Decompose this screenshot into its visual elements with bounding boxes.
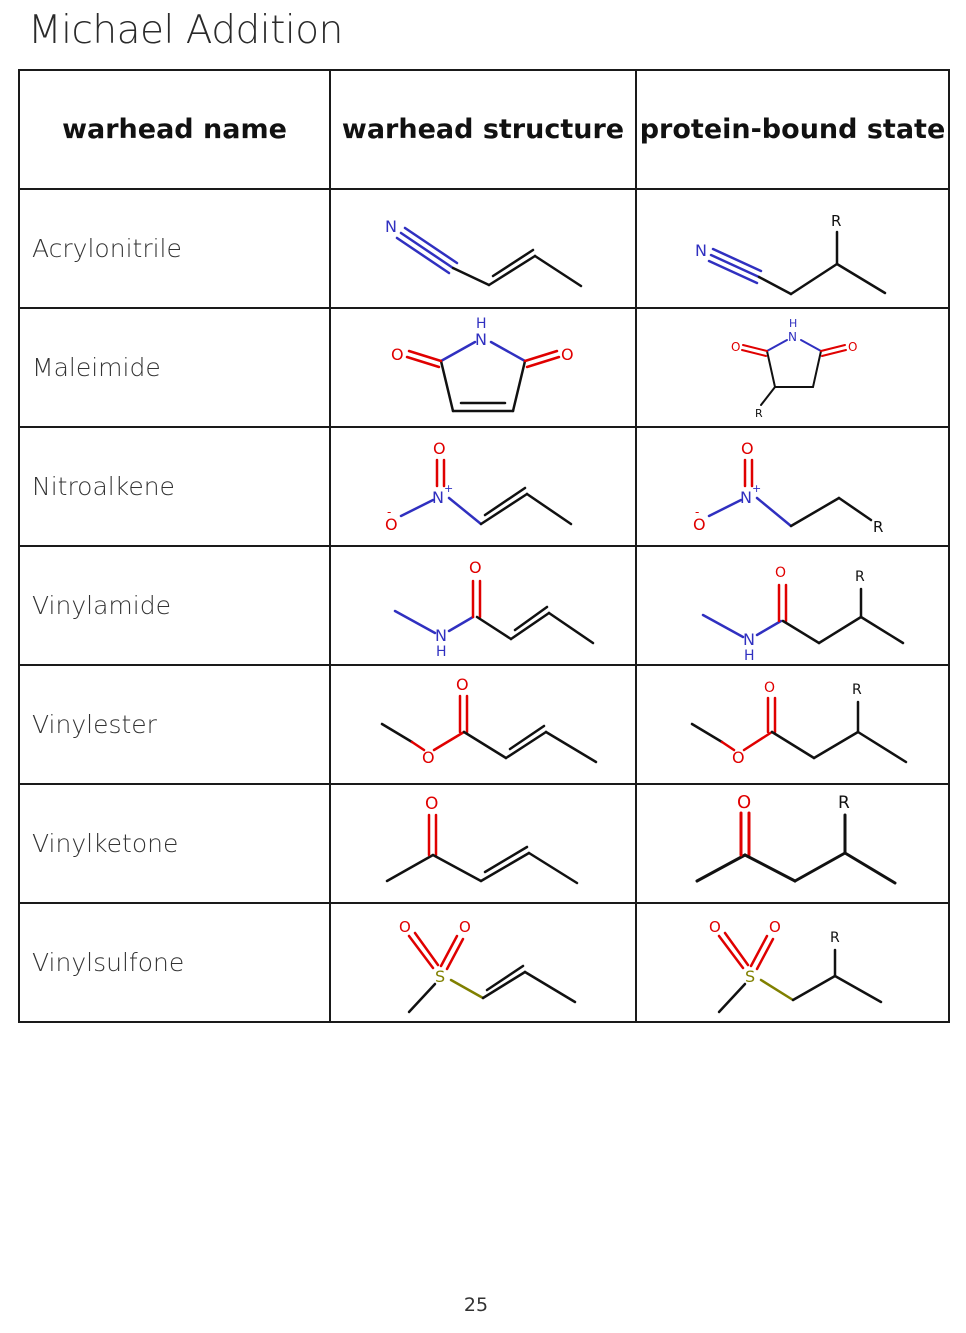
vinylamide-bound: O R N H <box>701 565 904 661</box>
protein-bound-state-cell: O O S R <box>635 902 950 1023</box>
protein-bound-state-cell: O N + O - R <box>635 426 950 547</box>
svg-text:N: N <box>740 488 752 507</box>
svg-text:O: O <box>775 565 786 581</box>
warhead-name-cell: Vinylketone <box>18 783 331 904</box>
header-warhead-structure: warhead structure <box>329 69 637 190</box>
vinylsulfone-bound: O O S R <box>709 918 882 1013</box>
svg-text:-: - <box>387 505 391 519</box>
svg-text:S: S <box>435 967 445 986</box>
svg-text:O: O <box>732 748 745 767</box>
svg-text:+: + <box>444 482 453 495</box>
vinylester-structure: O O <box>380 675 598 767</box>
header-warhead-name: warhead name <box>18 69 331 190</box>
vinylamide-structure: O N H <box>393 558 595 660</box>
protein-bound-state-cell: O R <box>635 783 950 904</box>
page-number: 25 <box>463 1294 489 1316</box>
svg-text:R: R <box>831 212 841 230</box>
warhead-structure-cell: N <box>329 188 637 309</box>
svg-text:R: R <box>838 793 850 813</box>
table-header-row: warhead name warhead structure protein-b… <box>18 69 950 190</box>
svg-text:O: O <box>741 439 754 458</box>
svg-text:O: O <box>731 340 740 354</box>
svg-text:R: R <box>852 682 862 698</box>
svg-text:O: O <box>459 918 471 936</box>
svg-text:-: - <box>695 505 699 519</box>
warhead-structure-cell: O O <box>329 664 637 785</box>
vinylketone-structure: O <box>385 794 579 884</box>
svg-text:N: N <box>475 330 487 349</box>
svg-text:O: O <box>769 918 781 936</box>
warhead-name-cell: Vinylamide <box>18 545 331 666</box>
svg-text:R: R <box>873 518 883 536</box>
warhead-name-cell: Acrylonitrile <box>18 188 331 309</box>
svg-text:O: O <box>764 680 775 696</box>
svg-text:O: O <box>391 345 404 364</box>
svg-text:O: O <box>709 918 721 936</box>
svg-text:N: N <box>743 630 755 649</box>
warhead-structure-cell: H N O O <box>329 307 637 428</box>
nitroalkene-bound: O N + O - R <box>693 439 883 536</box>
table-row: Vinylester O O <box>18 664 950 785</box>
warhead-name-cell: Vinylester <box>18 664 331 785</box>
page-title: Michael Addition <box>28 8 343 53</box>
protein-bound-state-cell: N R <box>635 188 950 309</box>
svg-text:H: H <box>744 648 755 661</box>
svg-text:N: N <box>788 330 797 344</box>
vinylketone-bound: O R <box>695 792 896 884</box>
svg-text:H: H <box>789 317 797 330</box>
warhead-structure-cell: O N + O - <box>329 426 637 547</box>
header-protein-bound-state: protein-bound state <box>635 69 950 190</box>
protein-bound-state-cell: O R N H <box>635 545 950 666</box>
svg-text:O: O <box>425 794 438 814</box>
svg-text:O: O <box>456 675 469 694</box>
table-row: Maleimide H <box>18 307 950 428</box>
svg-text:H: H <box>476 316 487 332</box>
vinylester-bound: O R O <box>690 680 907 767</box>
vinylsulfone-structure: O O S <box>399 918 577 1013</box>
warhead-structure-cell: O N H <box>329 545 637 666</box>
svg-text:O: O <box>693 515 706 534</box>
table-row: Acrylonitrile N <box>18 188 950 309</box>
table-row: Vinylamide O N H <box>18 545 950 666</box>
warhead-table: warhead name warhead structure protein-b… <box>18 69 950 1023</box>
svg-text:+: + <box>752 482 761 495</box>
protein-bound-state-cell: O R O <box>635 664 950 785</box>
warhead-name-cell: Vinylsulfone <box>18 902 331 1023</box>
svg-text:O: O <box>561 345 574 364</box>
warhead-name-cell: Nitroalkene <box>18 426 331 547</box>
warhead-structure-cell: O <box>329 783 637 904</box>
svg-text:O: O <box>433 439 446 458</box>
svg-text:O: O <box>385 515 398 534</box>
svg-text:O: O <box>848 340 857 354</box>
svg-text:N: N <box>385 217 397 236</box>
svg-text:N: N <box>695 241 707 260</box>
svg-text:N: N <box>432 488 444 507</box>
table-row: Nitroalkene O N + O - <box>18 426 950 547</box>
warhead-structure-cell: O O S <box>329 902 637 1023</box>
acrylonitrile-structure: N <box>385 217 583 287</box>
svg-text:O: O <box>399 918 411 936</box>
svg-text:O: O <box>469 558 482 577</box>
svg-text:R: R <box>830 930 840 946</box>
maleimide-structure: H N O O <box>391 316 574 412</box>
protein-bound-state-cell: H N O O R <box>635 307 950 428</box>
acrylonitrile-bound: N R <box>695 212 886 295</box>
warhead-name-cell: Maleimide <box>18 307 331 428</box>
svg-text:O: O <box>737 792 751 813</box>
maleimide-bound: H N O O R <box>731 317 857 420</box>
nitroalkene-structure: O N + O - <box>385 439 573 534</box>
table-row: Vinylsulfone O O <box>18 902 950 1023</box>
svg-text:O: O <box>422 748 435 767</box>
table-row: Vinylketone O <box>18 783 950 904</box>
svg-text:H: H <box>436 644 447 660</box>
svg-text:S: S <box>745 967 755 986</box>
svg-text:R: R <box>755 407 763 420</box>
svg-text:N: N <box>435 626 447 645</box>
svg-text:R: R <box>855 569 865 585</box>
